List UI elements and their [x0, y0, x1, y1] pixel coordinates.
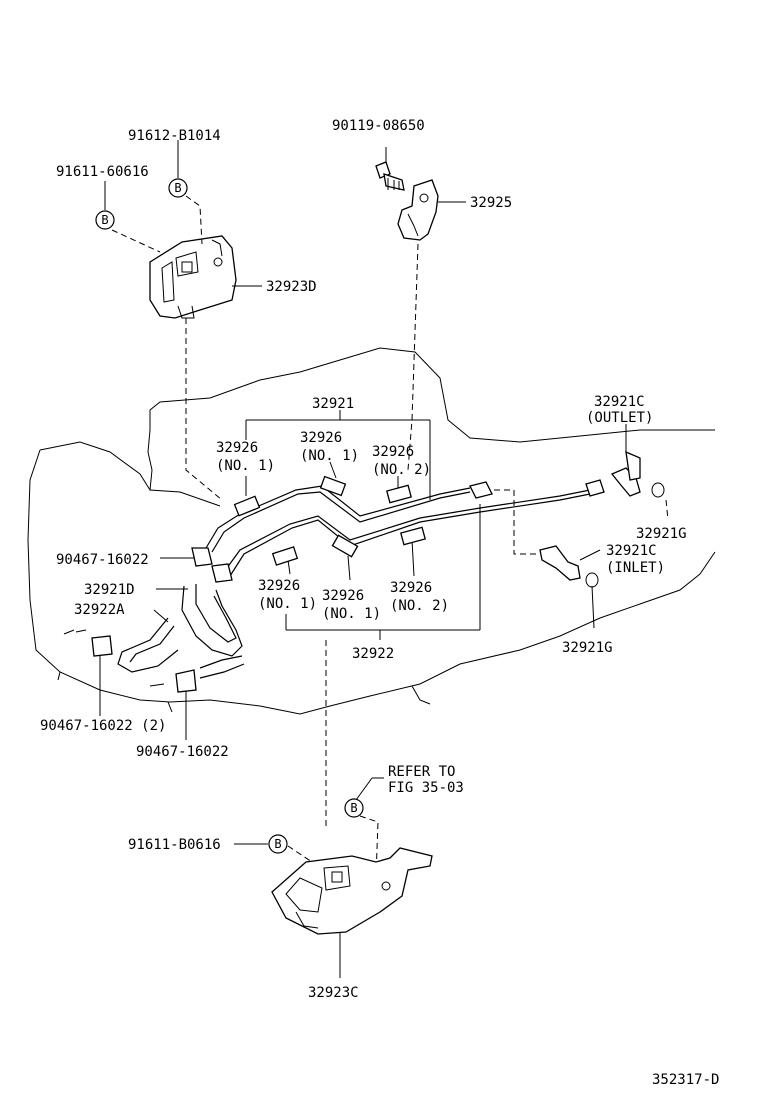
callout-b-2-text: B — [101, 213, 108, 227]
label-32926-no1-b: 32926 — [300, 430, 342, 446]
label-90119-08650: 90119-08650 — [332, 118, 425, 134]
label-32921: 32921 — [312, 396, 354, 412]
label-91611-b0616: 91611-B0616 — [128, 837, 221, 853]
label-91612-b1014: 91612-B1014 — [128, 128, 221, 144]
label-32926-no1-a-sub: (NO. 1) — [216, 458, 275, 474]
label-32926-no2-b-sub: (NO. 2) — [390, 598, 449, 614]
callout-b-3-text: B — [350, 801, 357, 815]
label-32926-no1-b-sub: (NO. 1) — [300, 448, 359, 464]
label-32926-no1-c-sub: (NO. 1) — [258, 596, 317, 612]
bracket-32923d — [149, 235, 262, 319]
figure-code: 352317-D — [652, 1072, 719, 1088]
sleeves — [233, 475, 426, 566]
label-32921c-outlet: 32921C — [594, 394, 645, 410]
callout-b-1 — [168, 178, 188, 198]
label-32926-no2-a: 32926 — [372, 444, 414, 460]
label-91611-60616: 91611-60616 — [56, 164, 149, 180]
callout-b-4-text: B — [274, 837, 281, 851]
label-32926-no2-a-sub: (NO. 2) — [372, 462, 431, 478]
label-32926-no1-d-sub: (NO. 1) — [322, 606, 381, 622]
label-32923c: 32923C — [308, 985, 359, 1001]
label-90467-16022-2: 90467-16022 (2) — [40, 718, 166, 734]
pipes — [205, 479, 605, 577]
label-32922a: 32922A — [74, 602, 125, 618]
label-fig-35-03: FIG 35-03 — [388, 780, 464, 796]
part-labels: 91612-B1014 91611-60616 90119-08650 3292… — [40, 118, 719, 1088]
callout-b-4 — [268, 834, 288, 854]
label-90467-16022-a: 90467-16022 — [56, 552, 149, 568]
label-32926-no1-d: 32926 — [322, 588, 364, 604]
callout-b-1-text: B — [174, 181, 181, 195]
bracket-32923c — [271, 847, 433, 935]
label-outlet: (OUTLET) — [586, 410, 653, 426]
callouts: B B B B — [95, 178, 364, 854]
label-inlet: (INLET) — [606, 560, 665, 576]
label-refer-to: REFER TO — [388, 764, 455, 780]
label-32921c-inlet: 32921C — [606, 543, 657, 559]
label-32923d: 32923D — [266, 279, 317, 295]
leader-lines — [99, 140, 669, 978]
label-32926-no1-a: 32926 — [216, 440, 258, 456]
label-90467-16022-c: 90467-16022 — [136, 744, 229, 760]
label-32921g-b: 32921G — [562, 640, 613, 656]
label-32921g-a: 32921G — [636, 526, 687, 542]
bracket-32925 — [397, 179, 466, 241]
callout-b-3 — [344, 798, 364, 818]
label-32926-no2-b: 32926 — [390, 580, 432, 596]
label-32925: 32925 — [470, 195, 512, 211]
callout-b-2 — [95, 210, 115, 230]
label-32926-no1-c: 32926 — [258, 578, 300, 594]
bolt-90119 — [375, 147, 405, 191]
label-32921d: 32921D — [84, 582, 135, 598]
transmission-outline — [27, 347, 716, 715]
hoses — [63, 547, 245, 693]
label-32922: 32922 — [352, 646, 394, 662]
fittings — [539, 450, 665, 588]
